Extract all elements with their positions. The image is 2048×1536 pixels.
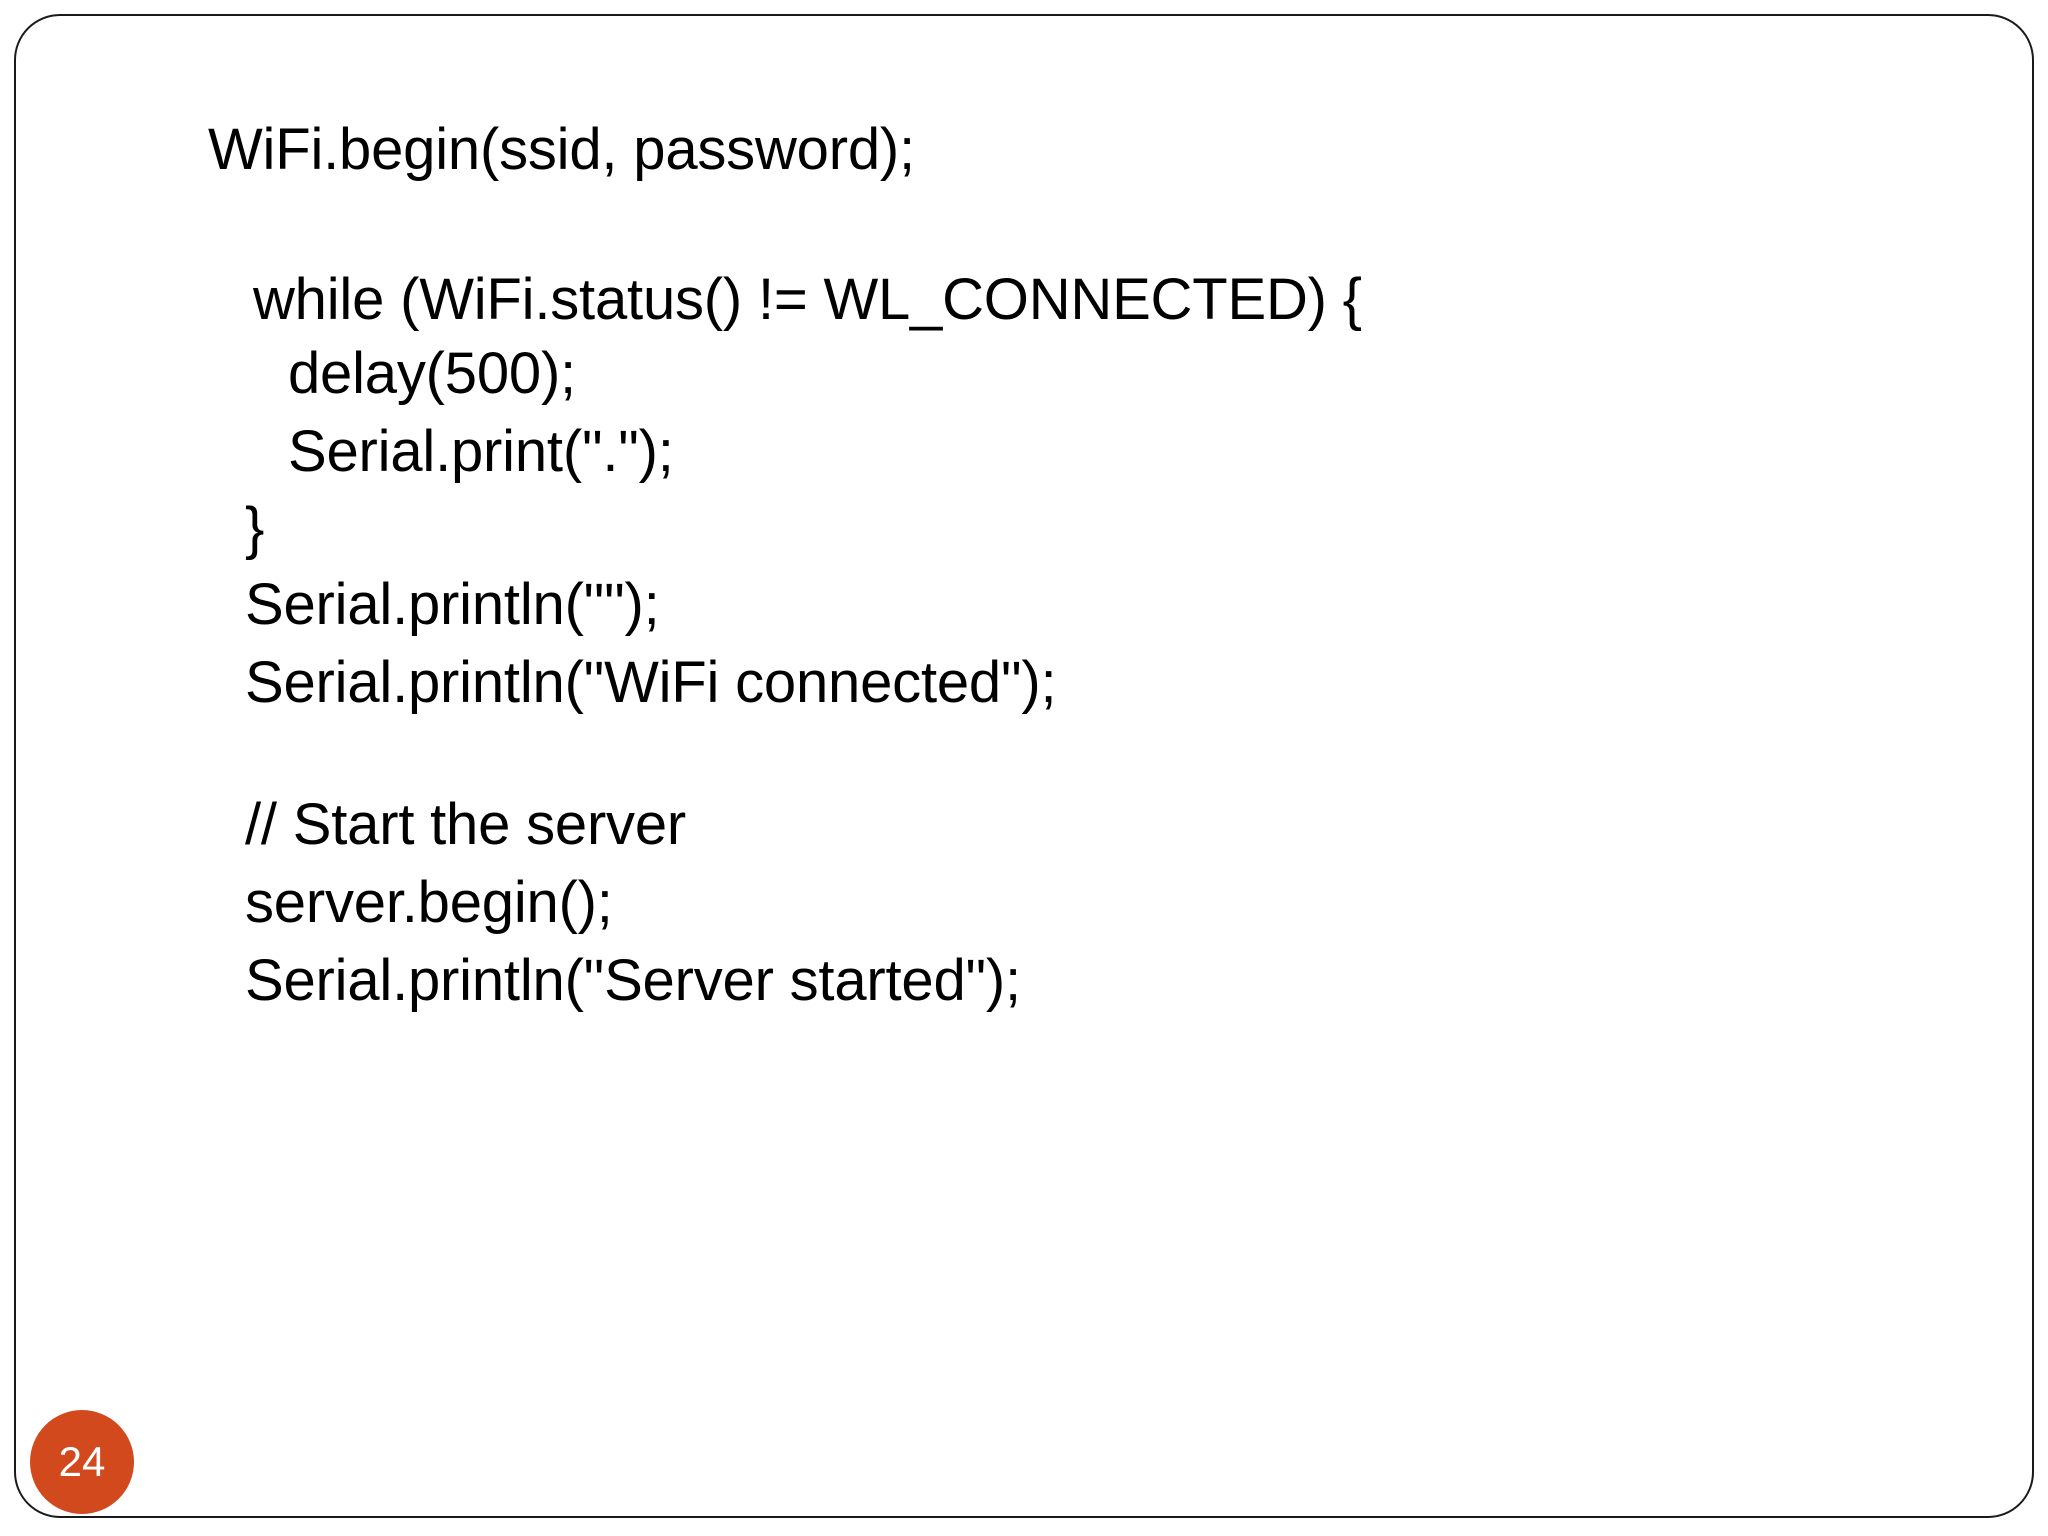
code-line-3: while (WiFi.status() != WL_CONNECTED) { xyxy=(253,267,1362,332)
code-line-6: } xyxy=(245,496,265,561)
code-line-12: Serial.println("Server started"); xyxy=(245,948,1021,1013)
code-line-4: delay(500); xyxy=(288,341,576,406)
page-number-label: 24 xyxy=(58,1438,106,1485)
code-line-10: // Start the server xyxy=(245,792,687,857)
code-line-8: Serial.println("WiFi connected"); xyxy=(245,650,1057,715)
page-number-badge: 24 xyxy=(30,1410,134,1514)
code-line-5: Serial.print("."); xyxy=(288,419,674,484)
code-line-7: Serial.println(""); xyxy=(245,572,660,637)
code-line-1: WiFi.begin(ssid, password); xyxy=(208,117,915,182)
code-line-11: server.begin(); xyxy=(245,870,613,935)
slide-border-frame xyxy=(14,14,2034,1518)
